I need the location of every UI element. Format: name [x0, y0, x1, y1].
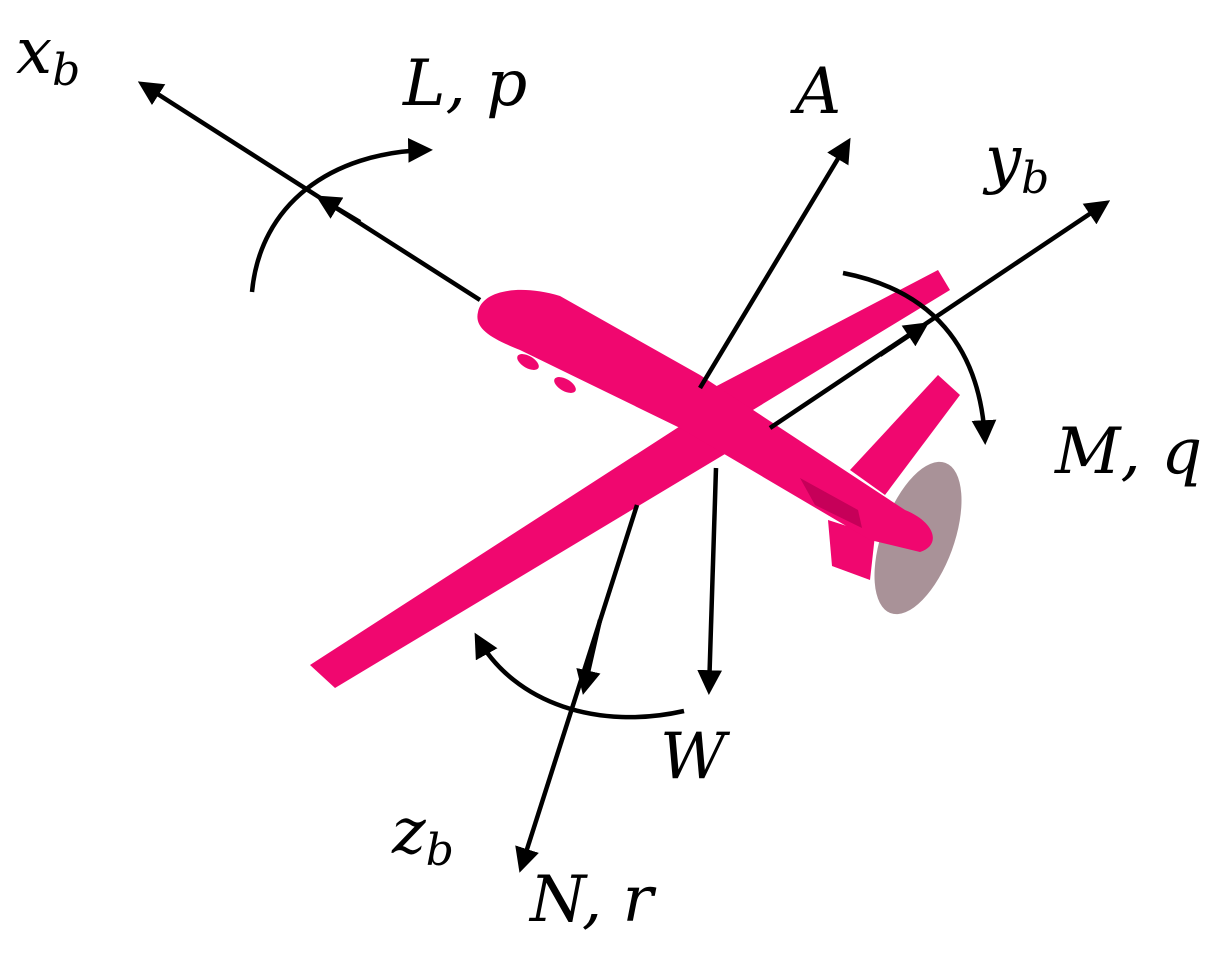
uav-aircraft [310, 270, 962, 688]
y-body-axis [768, 200, 1111, 430]
z-body-axis-inner-arrow [576, 619, 603, 695]
axes-and-forces [137, 81, 1111, 873]
pitch-moment-arc [842, 270, 997, 445]
yaw-moment-arc [474, 632, 685, 720]
x-axis-subscript: b [52, 45, 81, 96]
moment-arcs [249, 138, 997, 720]
roll-moment-label: L, p [403, 47, 528, 121]
weight-vector [697, 467, 722, 695]
weight-force-label: W [660, 720, 726, 794]
z-axis-label: zb [392, 800, 454, 873]
z-axis-subscript: b [425, 825, 454, 876]
x-axis-symbol: x [16, 15, 53, 89]
right-wing [690, 270, 950, 430]
y-body-axis-inner-arrow [878, 322, 930, 357]
z-axis-symbol: z [392, 795, 426, 869]
pod-left [517, 354, 539, 370]
y-axis-subscript: b [1021, 153, 1050, 204]
vertical-tail [850, 375, 960, 495]
roll-moment-arc [249, 138, 433, 293]
x-axis-label: xb [16, 20, 80, 93]
engine-shade [800, 478, 862, 528]
fuselage [477, 289, 933, 552]
lift-force-label: A [795, 55, 842, 129]
x-body-axis-inner-arrow [315, 195, 362, 224]
pod-right [554, 377, 576, 393]
lift-vector [698, 137, 851, 390]
x-body-axis [137, 81, 482, 302]
pitch-moment-label: M, q [1055, 415, 1203, 489]
yaw-moment-label: N, r [530, 863, 654, 937]
y-axis-label: yb [985, 128, 1049, 201]
left-wing [310, 410, 735, 688]
y-axis-symbol: y [985, 123, 1022, 197]
